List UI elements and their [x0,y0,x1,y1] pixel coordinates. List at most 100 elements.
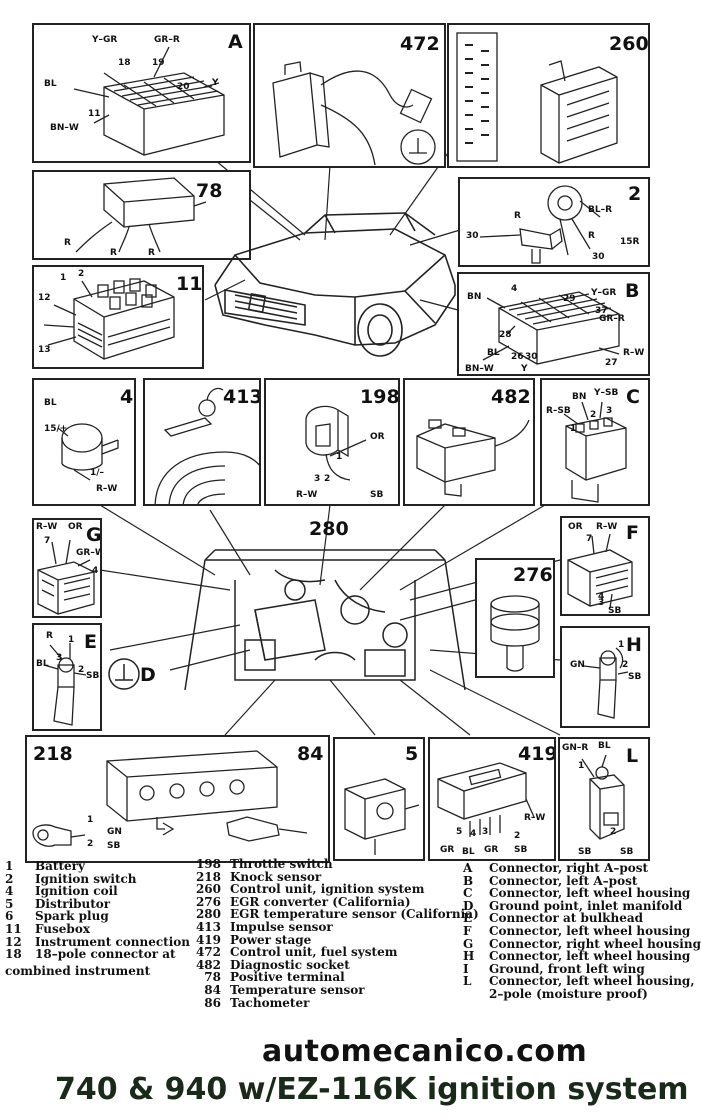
wire-label: BL [36,659,49,669]
panel-198: 198 OR 1 3 2 R–W SB [264,378,400,506]
pin-label: 2 [514,831,521,841]
panel-218-84: 218 84 1 GN 2 SB [25,735,330,863]
wire-label: R [64,238,71,248]
pin-label: 4 [470,829,477,839]
pin-label: 11 [88,109,101,119]
panel-label-5: 5 [405,743,419,765]
power-stage-drawing [437,762,535,837]
page-title: 740 & 940 w/EZ-116K ignition system [55,1072,689,1107]
fuel-control-unit-drawing [272,61,436,166]
engine-block-knock-sensor-drawing [32,750,308,847]
wire-label: GN [107,827,122,837]
wire-label: BL–R [588,205,613,215]
pin-label: 1 [578,761,585,771]
wire-label: GR–W [76,548,102,558]
panel-label-a: A [228,31,243,53]
wire-label: GR [484,845,499,855]
panel-label-78: 78 [196,180,223,202]
connector-g-drawing [37,539,95,615]
pin-label: 3 [56,653,63,663]
panel-label-d: D [140,664,156,686]
ground-symbol-icon [108,658,140,690]
ignition-switch-drawing [479,185,601,264]
wire-label: Y–GR [591,288,617,298]
wire-label: BN–W [465,364,494,374]
wire-label: BL [44,79,57,89]
connector-e-drawing [43,643,87,726]
pin-label: 1/– [90,468,105,478]
pin-label: 30 [466,231,479,241]
wire-label: SB [608,606,622,616]
pin-label: 30 [525,352,538,362]
pin-label: 2 [622,660,629,670]
pin-label: 4 [92,566,99,576]
distributor-drawing [344,778,420,855]
impulse-sensor-drawing [154,387,259,504]
pin-label: 30 [592,252,605,262]
pin-label: 37 [595,306,608,316]
pin-label: 7 [586,534,593,544]
wire-label: 15R [620,237,640,247]
panel-label-276: 276 [513,564,553,586]
panel-label-218: 218 [33,743,73,765]
wire-label: BL [462,847,475,857]
pin-label: 2 [590,410,597,420]
panel-4: 4 BL 15/+ 1/– R–W [32,378,136,506]
panel-260: 260 [447,23,650,168]
pin-label: 2 [324,474,331,484]
pin-label: 29 [563,294,576,304]
pin-label: 2 [87,839,94,849]
panel-label-g: G [86,524,102,546]
panel-connector-g: G R–W OR 7 GR–W 4 [32,518,102,618]
wire-label: OR [370,432,385,442]
wire-label: SB [370,490,384,500]
wire-label: R–SB [546,406,571,416]
wire-label: BN [467,292,482,302]
panel-280: 280 [305,516,355,542]
wire-label: GR–R [599,314,625,324]
vehicle-front-drawing [214,212,456,357]
legend-row: combined instrument [5,963,151,978]
panel-5: 5 [333,737,425,861]
pin-label: 13 [38,345,51,355]
panel-78: 78 R R R [32,170,251,260]
wire-label: BN–W [50,123,79,133]
panel-label-2: 2 [628,183,642,205]
wire-label: R–W [296,490,318,500]
pin-label: 3 [482,827,489,837]
wire-label: R–W [596,522,618,532]
wire-label: BL [44,398,57,408]
pin-label: 1 [68,635,75,645]
panel-label-f: F [626,522,639,544]
panel-label-260: 260 [609,33,649,55]
panel-connector-a: A Y–GR GR–R 18 19 BL 20 Y 11 BN–W [32,23,251,163]
panel-413: 413 [143,378,261,506]
pin-label: 2 [610,827,617,837]
wire-label: BL [487,348,500,358]
panel-label-b: B [625,280,640,302]
wire-label: Y–SB [594,388,619,398]
connector-b-drawing [482,291,620,365]
wire-label: R [514,211,521,221]
pin-label: 28 [499,330,512,340]
pin-label: 20 [177,82,190,92]
